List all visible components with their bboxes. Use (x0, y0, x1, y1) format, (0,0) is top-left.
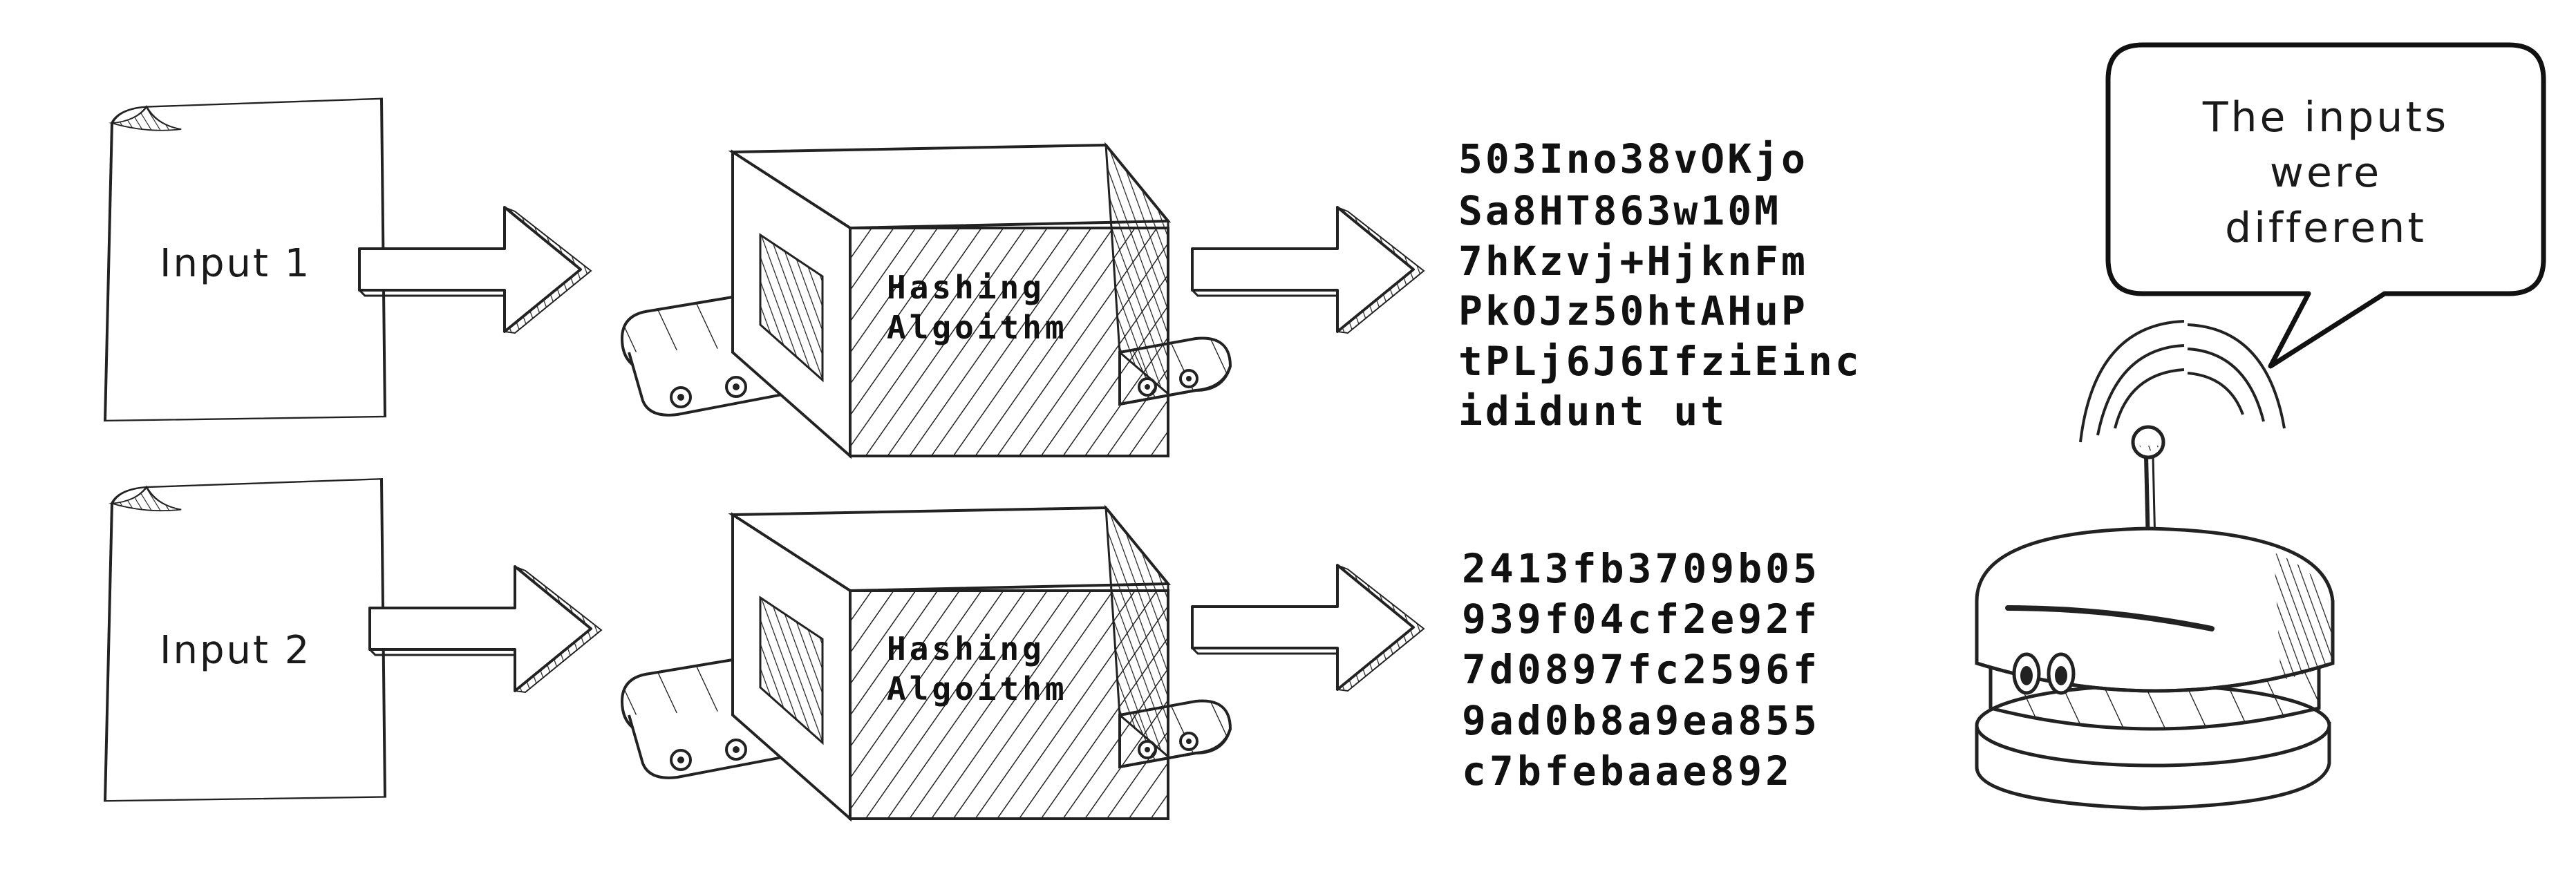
hash-output-2-line: c7bfebaae892 (1462, 748, 1793, 795)
speech-bubble (2105, 42, 2546, 369)
signal-waves-icon (2079, 320, 2286, 443)
speech-bubble-line: The inputs (2202, 93, 2449, 142)
input-1-label: Input 1 (160, 241, 311, 286)
robot (1975, 320, 2335, 810)
machine-2-label-line1: Hashing (887, 630, 1045, 667)
hash-output-1-line: PkOJz50htAHuP (1458, 287, 1808, 334)
hash-output-2-line: 7d0897fc2596f (1462, 646, 1821, 693)
machine-1-label-line2: Algoithm (887, 309, 1068, 346)
hash-output-2-line: 9ad0b8a9ea855 (1462, 697, 1821, 744)
hash-output-1-line: tPLj6J6IfziEinc (1458, 338, 1862, 385)
hash-output-2: 2413fb3709b05 939f04cf2e92f 7d0897fc2596… (1462, 545, 1821, 795)
input-1-arrow (358, 206, 592, 334)
output-1-arrow (1191, 206, 1425, 334)
input-2-label: Input 2 (160, 628, 311, 673)
hash-output-1-line: Sa8HT863w10M (1458, 187, 1781, 234)
machine-1-label-line1: Hashing (887, 269, 1045, 306)
hash-output-1-line: 503Ino38vOKjo (1458, 135, 1808, 182)
speech-bubble-line: were (2270, 149, 2382, 197)
hash-output-1-line: 7hKzvj+HjknFm (1458, 238, 1808, 285)
machine-2-label-line2: Algoithm (887, 670, 1068, 707)
input-2-arrow (368, 565, 603, 694)
hash-output-1-line: ididunt ut (1458, 388, 1727, 435)
hash-output-2-line: 2413fb3709b05 (1462, 545, 1821, 592)
output-2-arrow (1191, 564, 1425, 692)
speech-bubble-line: different (2225, 204, 2427, 252)
hash-output-2-line: 939f04cf2e92f (1462, 596, 1821, 643)
hash-output-1: 503Ino38vOKjo Sa8HT863w10M 7hKzvj+HjknFm… (1458, 135, 1862, 435)
